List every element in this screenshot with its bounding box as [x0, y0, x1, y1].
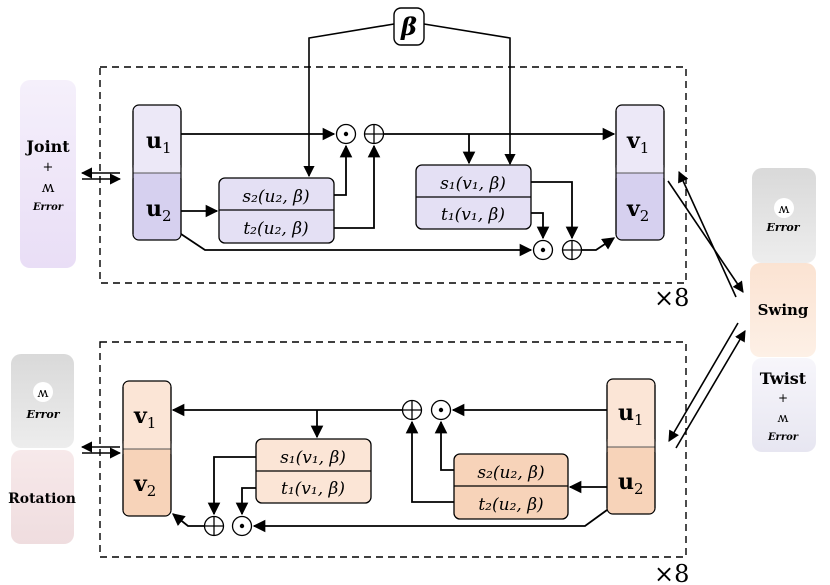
bottom-u2-bypass: [252, 509, 608, 533]
bottom-v1-label: v1: [133, 403, 156, 432]
joint-plus: +: [43, 160, 54, 175]
diag-arrow-2: [678, 170, 737, 298]
top-u2-bypass: [180, 233, 533, 257]
rotation-box: [11, 450, 74, 544]
twist-error-label: Error: [767, 432, 799, 443]
bottom-t2-to-oplus: [405, 420, 454, 503]
top-s1-text: s₁(v₁, β): [440, 174, 506, 194]
right-error-icon: ʍ: [778, 202, 789, 217]
top-s1-to-odot: [531, 181, 579, 240]
top-repeat-label: ×8: [654, 284, 689, 312]
bottom-oplus2-to-v2: [172, 513, 204, 527]
top-v2-label: v2: [626, 196, 649, 225]
error-icon-bg: [33, 382, 53, 402]
swing-box: [750, 263, 816, 357]
bottom-coupling-block: v1 v2 u1 u2 s₁(v₁, β) t₁(v₁, β) s₂(u₂, β…: [99, 341, 689, 585]
swing-label: Swing: [758, 301, 809, 319]
joint-error-label: Error: [32, 202, 64, 213]
top-t2-to-oplus: [334, 144, 381, 229]
beta-branch-left: [303, 23, 395, 178]
left-error-label: Error: [25, 408, 60, 421]
top-u1-label: u1: [146, 128, 172, 157]
diag-arrow-3: [668, 322, 739, 442]
bottom-s2-text: s₂(u₂, β): [477, 463, 544, 483]
diag-arrow-4: [675, 330, 746, 449]
top-coupling-block: β u1 u2 v1 v2 s₂(u₂, β) t₂(u₂, β) s₁(v₁,…: [99, 7, 689, 312]
top-t1-text: t₁(v₁, β): [441, 205, 505, 225]
joint-title: Joint: [24, 137, 70, 156]
joint-panel: Joint + ʍ Error: [20, 80, 76, 268]
bottom-u1-label: u1: [618, 400, 644, 429]
top-dashed-frame: [99, 66, 687, 284]
left-error-icon: ʍ: [37, 386, 48, 401]
top-s2-to-odot: [334, 144, 353, 196]
right-panel: ʍ Error Swing Twist + ʍ Error: [750, 168, 816, 452]
top-oplus2-to-v2: [582, 237, 616, 251]
bottom-repeat-label: ×8: [654, 560, 689, 585]
bottom-s1-to-oplus: [207, 456, 256, 516]
bottom-t1-to-odot: [235, 487, 256, 516]
bottom-t2-text: t₂(u₂, β): [478, 495, 543, 515]
bottom-s2-to-odot: [434, 420, 454, 471]
beta-label: β: [400, 12, 417, 41]
twist-plus: +: [778, 391, 788, 405]
top-v1-label: v1: [626, 128, 649, 157]
top-u2-label: u2: [146, 196, 172, 225]
bottom-t1-text: t₁(v₁, β): [281, 479, 345, 499]
top-t2-text: t₂(u₂, β): [243, 219, 308, 239]
right-error-label: Error: [765, 221, 800, 234]
bottom-u2-label: u2: [618, 469, 644, 498]
top-s2-text: s₂(u₂, β): [242, 187, 309, 207]
joint-error-icon: ʍ: [42, 178, 55, 196]
bottom-dashed-frame: [99, 341, 687, 558]
beta-branch-right: [423, 23, 516, 166]
beta-box: [393, 7, 425, 46]
rotation-label: Rotation: [8, 491, 76, 507]
bottom-s1-text: s₁(v₁, β): [280, 448, 346, 468]
rotation-panel: ʍ Error Rotation: [8, 354, 76, 544]
twist-label: Twist: [760, 369, 807, 388]
top-t1-to-oplus: [531, 212, 550, 240]
diag-arrow-1: [667, 180, 744, 293]
bottom-v2-label: v2: [133, 471, 156, 500]
twist-box: [752, 358, 816, 452]
twist-error-icon: ʍ: [777, 411, 788, 426]
